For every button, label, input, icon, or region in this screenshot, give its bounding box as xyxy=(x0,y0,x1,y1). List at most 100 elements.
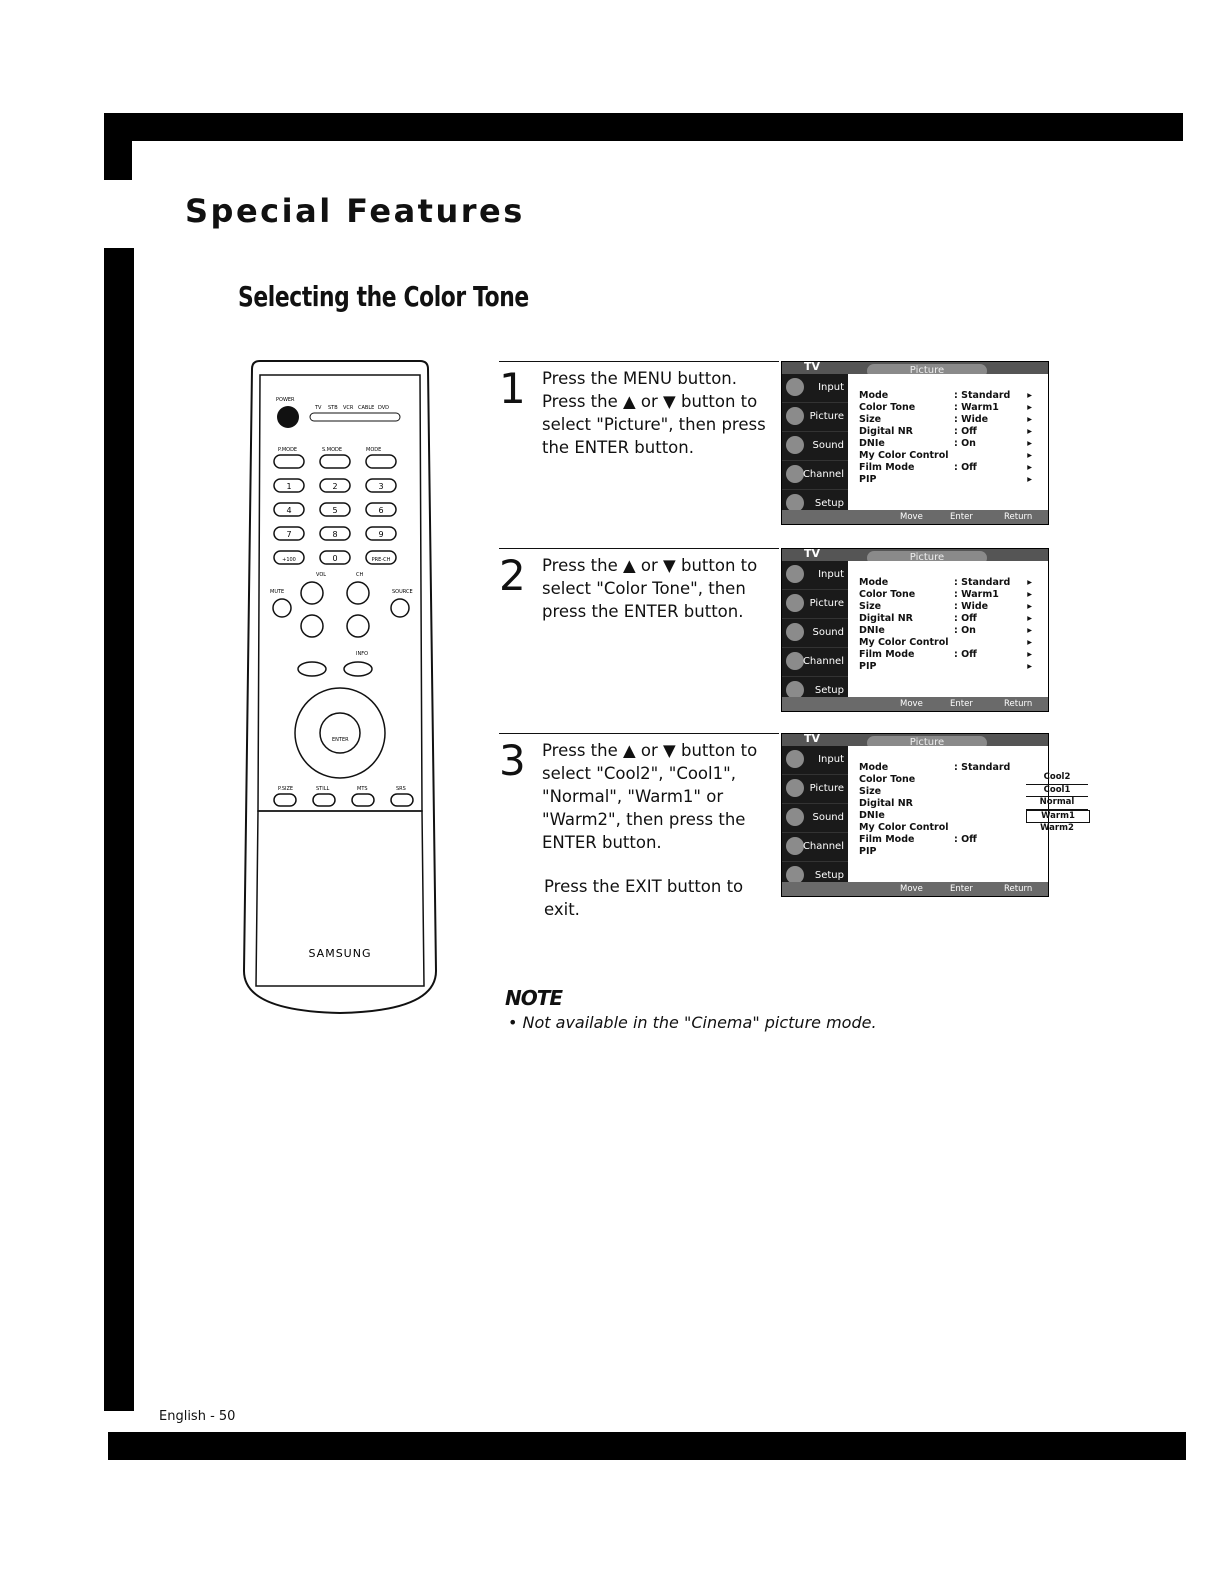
picture-icon xyxy=(786,407,804,425)
osd-row-film-mode: Film Mode: Off xyxy=(859,834,977,845)
osd-side-menu: Input Picture Sound Channel Setup xyxy=(782,746,848,891)
osd-row-dnie: DNIe: On▸ xyxy=(859,438,1032,449)
mute-label: MUTE xyxy=(270,589,284,595)
step-2-number: 2 xyxy=(499,551,526,600)
channel-icon xyxy=(786,465,804,483)
osd-row-color-tone: Color Tone: Warm1▸ xyxy=(859,589,1032,600)
osd-side-sound: Sound xyxy=(782,804,848,833)
key-5: 5 xyxy=(332,506,337,515)
osd-row-mode: Mode: Standard▸ xyxy=(859,390,1032,401)
osd-side-channel: Channel xyxy=(782,461,848,490)
osd-row-digital-nr: Digital NR: Off▸ xyxy=(859,613,1032,624)
key-7: 7 xyxy=(286,530,291,539)
osd-row-dnie: DNIe: On▸ xyxy=(859,625,1032,636)
osd-side-picture: Picture xyxy=(782,403,848,432)
enter-label: ENTER xyxy=(332,737,349,743)
osd-row-film-mode: Film Mode: Off▸ xyxy=(859,649,1032,660)
key-0: 0 xyxy=(332,554,337,563)
osd-row-mode: Mode: Standard▸ xyxy=(859,577,1032,588)
key-1: 1 xyxy=(286,482,291,491)
step-1-rule xyxy=(499,361,779,362)
osd-footer: Move Enter Return xyxy=(782,697,1048,711)
footer-bar xyxy=(108,1432,1186,1460)
mts-label: MTS xyxy=(357,786,368,792)
osd-side-channel: Channel xyxy=(782,648,848,677)
osd-side-picture: Picture xyxy=(782,775,848,804)
osd-footer: Move Enter Return xyxy=(782,882,1048,896)
page-heading: Selecting the Color Tone xyxy=(238,280,529,313)
osd-side-sound: Sound xyxy=(782,432,848,461)
osd-side-input: Input xyxy=(782,374,848,403)
key-plus100: +100 xyxy=(282,557,296,563)
step-2-rule xyxy=(499,548,779,549)
step-1-text: Press the MENU button. Press the ▲ or ▼ … xyxy=(542,369,766,457)
osd-side-channel: Channel xyxy=(782,833,848,862)
step-3-exit-text: Press the EXIT button to exit. xyxy=(544,877,744,919)
osd-tv-label: TV xyxy=(804,732,821,745)
power-label: POWER xyxy=(276,397,295,403)
osd-row-pip: PIP xyxy=(859,846,877,857)
step-3-text: Press the ▲ or ▼ button to select "Cool2… xyxy=(542,741,758,852)
vol-label: VOL xyxy=(316,572,326,578)
pmode-label: P.MODE xyxy=(278,447,297,453)
remote-brand: SAMSUNG xyxy=(309,947,372,960)
smode-label: S.MODE xyxy=(322,447,342,453)
step-3: 3 Press the ▲ or ▼ button to select "Coo… xyxy=(499,733,779,919)
osd-side-input: Input xyxy=(782,746,848,775)
osd-side-input: Input xyxy=(782,561,848,590)
option-cool2: Cool2 xyxy=(1026,772,1088,785)
osd-row-size: Size: Wide▸ xyxy=(859,601,1032,612)
input-icon xyxy=(786,378,804,396)
step-2-text: Press the ▲ or ▼ button to select "Color… xyxy=(542,556,758,621)
osd-screen-3: TV Picture Input Picture Sound Channel S… xyxy=(781,732,1090,897)
osd-panel: Mode: Standard Color Tone Size Digital N… xyxy=(848,746,1090,882)
osd-tv-label: TV xyxy=(804,547,821,560)
option-cool1: Cool1 xyxy=(1026,785,1088,797)
step-2: 2 Press the ▲ or ▼ button to select "Col… xyxy=(499,548,779,718)
key-4: 4 xyxy=(286,506,291,515)
input-icon xyxy=(786,565,804,583)
osd-side-menu: Input Picture Sound Channel Setup xyxy=(782,561,848,706)
key-3: 3 xyxy=(378,482,383,491)
sound-icon xyxy=(786,623,804,641)
mode-label-stb: STB xyxy=(328,405,338,411)
option-warm1: Warm1 xyxy=(1026,809,1090,823)
step-1-number: 1 xyxy=(499,364,526,413)
osd-side-picture: Picture xyxy=(782,590,848,619)
setup-icon xyxy=(786,681,804,699)
key-8: 8 xyxy=(332,530,337,539)
osd-panel: Mode: Standard▸ Color Tone: Warm1▸ Size:… xyxy=(848,561,1048,697)
osd-row-my-color-control: My Color Control▸ xyxy=(859,637,1032,648)
note-title: NOTE xyxy=(505,986,563,1010)
picture-icon xyxy=(786,594,804,612)
psize-label: P.SIZE xyxy=(278,786,293,792)
header-bar-tab xyxy=(104,113,132,180)
osd-row-color-tone: Color Tone: Warm1▸ xyxy=(859,402,1032,413)
step-3-rule xyxy=(499,733,779,734)
input-icon xyxy=(786,750,804,768)
osd-row-color-tone: Color Tone xyxy=(859,774,916,785)
channel-icon xyxy=(786,837,804,855)
option-warm2: Warm2 xyxy=(1040,823,1074,833)
source-label: SOURCE xyxy=(392,589,413,595)
osd-row-pip: PIP▸ xyxy=(859,661,1032,672)
osd-footer: Move Enter Return xyxy=(782,510,1048,524)
setup-icon xyxy=(786,866,804,884)
osd-row-size: Size xyxy=(859,786,882,797)
osd-row-size: Size: Wide▸ xyxy=(859,414,1032,425)
color-tone-options-list: Cool2 Cool1 Normal Warm1 Warm2 xyxy=(1026,772,1090,835)
osd-row-my-color-control: My Color Control xyxy=(859,822,949,833)
picture-icon xyxy=(786,779,804,797)
osd-side-menu: Input Picture Sound Channel Setup xyxy=(782,374,848,519)
key-2: 2 xyxy=(332,482,337,491)
key-prech: PRE-CH xyxy=(372,557,391,563)
osd-row-my-color-control: My Color Control▸ xyxy=(859,450,1032,461)
key-6: 6 xyxy=(378,506,383,515)
osd-tv-label: TV xyxy=(804,360,821,373)
info-label: INFO xyxy=(356,651,368,657)
setup-icon xyxy=(786,494,804,512)
option-normal: Normal xyxy=(1026,797,1088,810)
sound-icon xyxy=(786,436,804,454)
note-text: • Not available in the "Cinema" picture … xyxy=(508,1013,877,1032)
mode-label: MODE xyxy=(366,447,381,453)
